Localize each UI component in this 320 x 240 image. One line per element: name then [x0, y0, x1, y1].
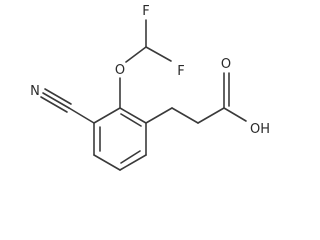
hydroxyl-label: OH: [250, 122, 270, 137]
ring-bond-c1-c2: [119, 107, 147, 124]
triple-bond-line-2: [44, 88, 72, 105]
ring-bond-c3-c4: [119, 154, 147, 171]
bond-ch2-to-carboxyl: [197, 107, 225, 124]
oxygen-ether-label: O: [115, 63, 125, 78]
triple-bond-line-1: [42, 92, 70, 109]
ring-double-bond-inner-2: [120, 150, 141, 164]
chemical-structure: O F F N O OH: [30, 4, 270, 171]
bond-ring-to-nitrile-carbon: [68, 107, 95, 124]
bond-ring-to-ch2: [145, 107, 173, 124]
bond-ch2-to-ch2: [171, 107, 199, 124]
bond-carboxyl-to-oh: [223, 107, 247, 122]
bond-oxygen-to-cf2: [125, 46, 147, 63]
ring-double-bond-inner-1: [120, 113, 142, 127]
ring-bond-c6-c1: [93, 107, 121, 124]
ring-bond-c4-c5: [93, 154, 121, 171]
difluoromethoxy-group: O F F: [115, 4, 185, 109]
carbonyl-oxygen-label: O: [221, 57, 231, 72]
fluorine-right-label: F: [177, 64, 184, 79]
fluorine-top-label: F: [142, 4, 149, 19]
benzene-ring: [93, 107, 147, 171]
nitrile-group: N: [30, 84, 95, 124]
triple-bond-line-3: [40, 96, 68, 113]
propanoic-acid-chain: O OH: [145, 57, 270, 137]
bond-cf2-to-f-right: [145, 46, 172, 62]
nitrogen-label: N: [30, 84, 40, 99]
